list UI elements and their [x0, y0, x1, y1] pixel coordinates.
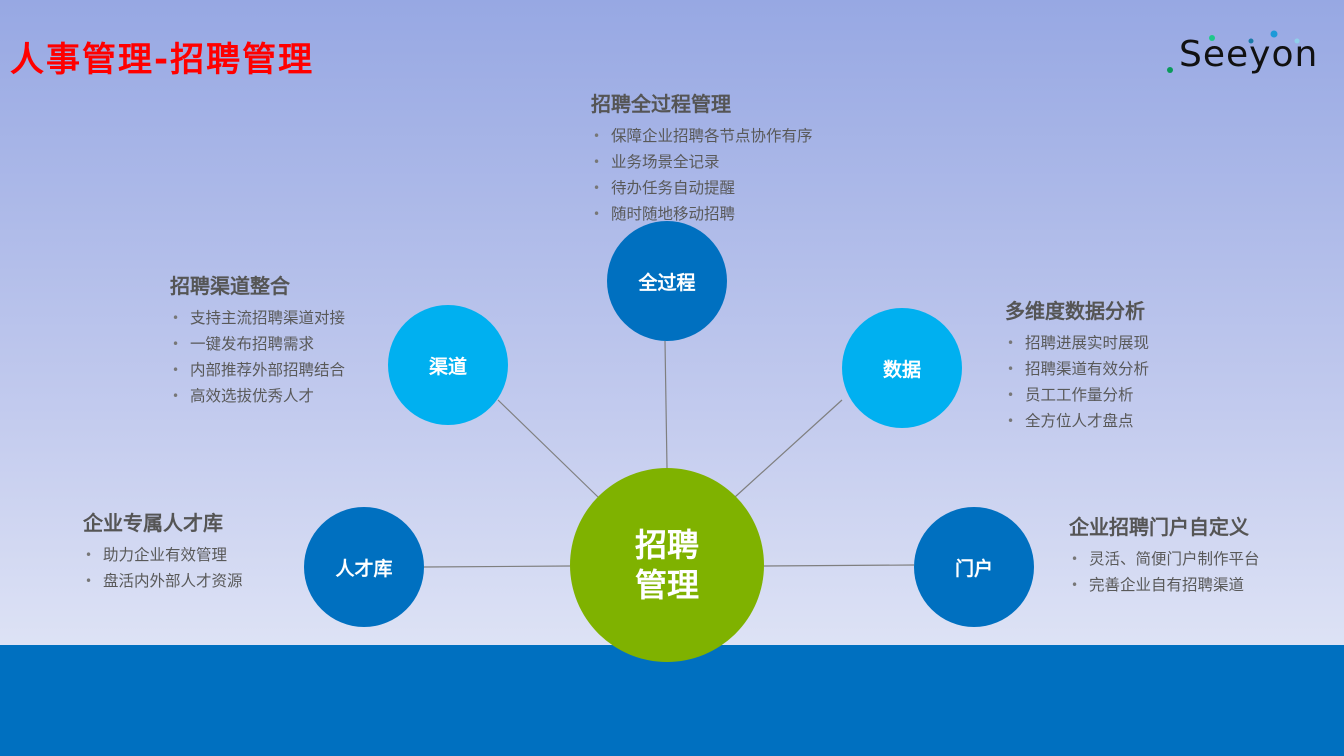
line-shuju [734, 399, 843, 498]
logo-text: Seeyon [1179, 34, 1319, 75]
bullet: 保障企业招聘各节点协作有序 [591, 123, 813, 149]
line-menhu [763, 564, 915, 567]
block-heading: 多维度数据分析 [1005, 299, 1145, 323]
node-qudao[interactable]: 渠道 [388, 305, 508, 425]
line-quanguocheng [664, 340, 668, 469]
bullet: 助力企业有效管理 [83, 542, 243, 568]
bullet: 招聘渠道有效分析 [1005, 356, 1149, 382]
node-rencaiku[interactable]: 人才库 [304, 507, 424, 627]
line-qudao [497, 399, 599, 498]
bullet: 一键发布招聘需求 [170, 331, 345, 357]
block-rencaiku: 企业专属人才库 助力企业有效管理盘活内外部人才资源 [83, 507, 243, 594]
node-menhu[interactable]: 门户 [914, 507, 1034, 627]
bullet: 员工工作量分析 [1005, 382, 1149, 408]
block-menhu: 企业招聘门户自定义 灵活、简便门户制作平台完善企业自有招聘渠道 [1069, 511, 1260, 598]
seeyon-logo: Seeyon [1165, 28, 1319, 78]
block-qudao: 招聘渠道整合 支持主流招聘渠道对接一键发布招聘需求内部推荐外部招聘结合高效选拔优… [170, 270, 345, 409]
bullet: 随时随地移动招聘 [591, 201, 813, 227]
node-shuju[interactable]: 数据 [842, 308, 962, 428]
bullet: 待办任务自动提醒 [591, 175, 813, 201]
block-quanguocheng: 招聘全过程管理 保障企业招聘各节点协作有序业务场景全记录待办任务自动提醒随时随地… [591, 88, 813, 227]
bullet: 盘活内外部人才资源 [83, 568, 243, 594]
bullet: 灵活、简便门户制作平台 [1069, 546, 1260, 572]
block-heading: 招聘渠道整合 [170, 274, 290, 298]
bottom-band [0, 645, 1344, 756]
block-heading: 企业专属人才库 [83, 511, 223, 535]
line-rencaiku [423, 565, 571, 568]
node-quanguocheng[interactable]: 全过程 [607, 221, 727, 341]
block-heading: 招聘全过程管理 [591, 92, 731, 116]
bullet: 全方位人才盘点 [1005, 408, 1149, 434]
bullet: 内部推荐外部招聘结合 [170, 357, 345, 383]
bullet: 招聘进展实时展现 [1005, 330, 1149, 356]
center-node[interactable]: 招聘 管理 [570, 468, 764, 662]
block-heading: 企业招聘门户自定义 [1069, 515, 1249, 539]
bullet: 业务场景全记录 [591, 149, 813, 175]
center-line2: 管理 [634, 566, 699, 604]
center-line1: 招聘 [634, 526, 699, 564]
block-shuju: 多维度数据分析 招聘进展实时展现招聘渠道有效分析员工工作量分析全方位人才盘点 [1005, 295, 1149, 434]
page-title: 人事管理-招聘管理 [10, 40, 315, 80]
bullet: 支持主流招聘渠道对接 [170, 305, 345, 331]
bullet: 高效选拔优秀人才 [170, 383, 345, 409]
bullet: 完善企业自有招聘渠道 [1069, 572, 1260, 598]
